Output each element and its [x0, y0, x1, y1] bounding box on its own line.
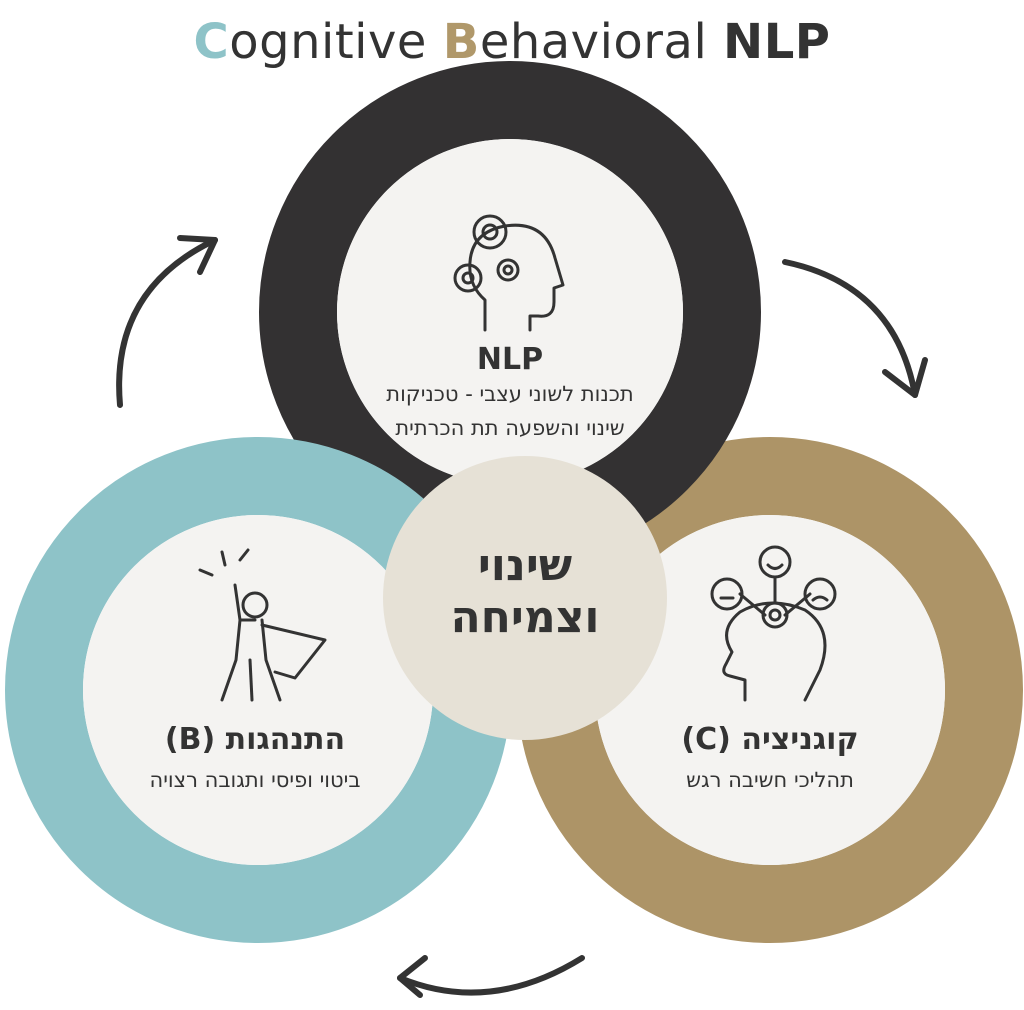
nlp-text-block: NLP תכנות לשוני עצבי - טכניקות שינוי והש…	[330, 342, 690, 445]
center-line-1: שינוי	[477, 540, 573, 591]
nlp-heading: NLP	[476, 342, 544, 377]
cycle-arrow-top-right	[782, 259, 928, 398]
center-line-2: וצמיחה	[450, 592, 600, 643]
nlp-desc-line-1: תכנות לשוני עצבי - טכניקות	[386, 382, 634, 406]
head-gears-icon	[453, 214, 565, 332]
title-b-letter: B	[442, 14, 480, 70]
title-rest-1: ognitive	[229, 14, 443, 70]
cognition-desc: תהליכי חשיבה רגש	[686, 768, 854, 792]
nlp-inner	[337, 139, 683, 485]
behavior-inner	[83, 515, 433, 865]
behavior-heading: התנהגות (B)	[164, 722, 346, 757]
nlp-desc-line-2: שינוי והשפעה תת הכרתית	[395, 416, 625, 440]
center-circle	[383, 456, 667, 740]
behavior-desc: ביטוי ופיסי ותגובה רצויה	[149, 768, 361, 792]
cycle-arrow-top-left	[116, 235, 218, 408]
title-c-letter: C	[193, 14, 230, 70]
center-text: שינוי וצמיחה	[405, 540, 645, 644]
behavior-text-block: התנהגות (B) ביטוי ופיסי ותגובה רצויה	[90, 722, 420, 797]
diagram-title: Cognitive Behavioral NLP	[0, 14, 1024, 70]
title-nlp: NLP	[723, 14, 831, 70]
cognition-heading: קוגניציה (C)	[681, 722, 859, 757]
cognition-text-block: קוגניציה (C) תהליכי חשיבה רגש	[605, 722, 935, 797]
superhero-icon	[198, 548, 327, 702]
cognition-inner	[595, 515, 945, 865]
title-rest-2: ehavioral	[479, 14, 724, 70]
head-emotions-icon	[710, 545, 837, 702]
cycle-arrow-bottom	[397, 955, 585, 998]
